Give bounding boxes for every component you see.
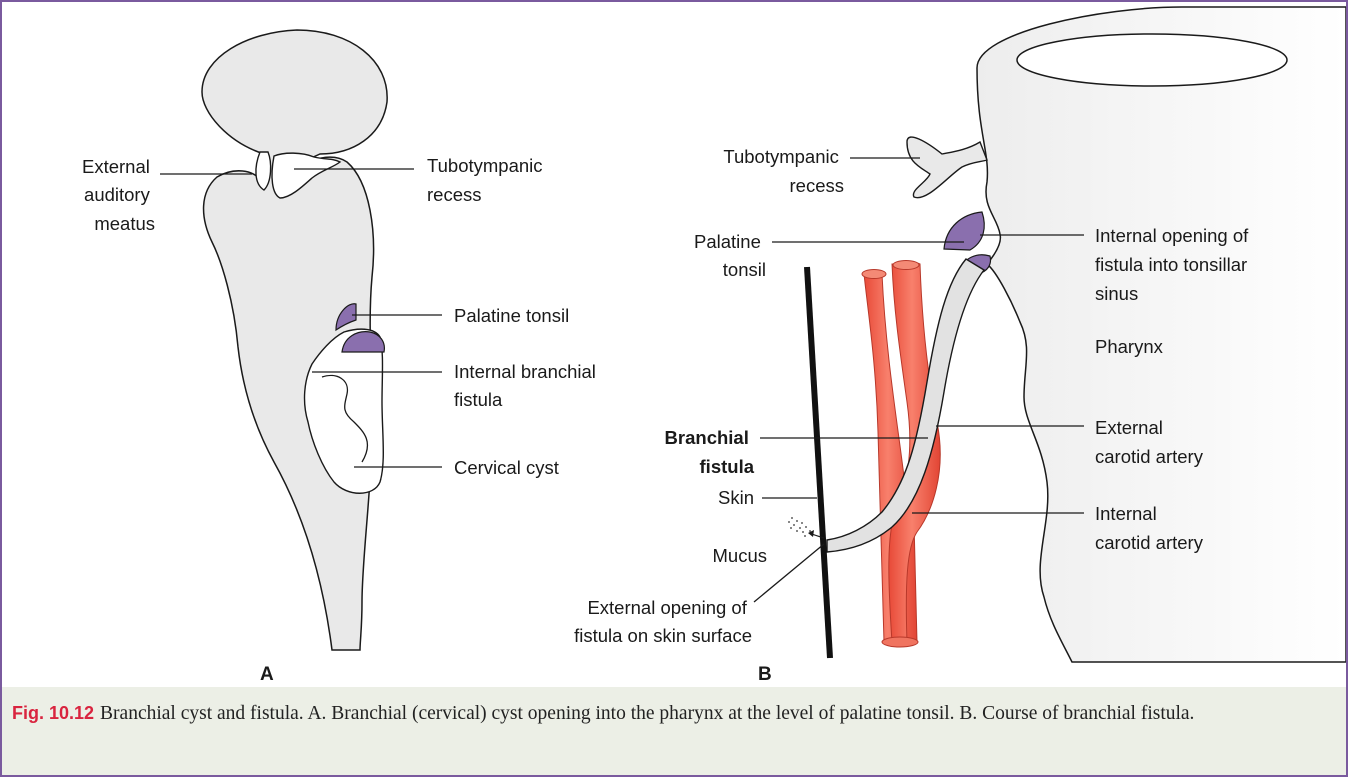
label-external-opening: External opening of fistula on skin surf…	[574, 597, 752, 646]
caption-text: Branchial cyst and fistula. A. Branchial…	[100, 703, 1194, 724]
label-branchial-fistula: Branchial fistula	[665, 427, 755, 477]
tubotympanic-recess-b	[907, 137, 987, 198]
pharynx-tube-b	[977, 7, 1346, 662]
label-pharynx: Pharynx	[1095, 336, 1164, 357]
panel-letter-a: A	[260, 664, 274, 685]
skin-line	[807, 267, 830, 658]
label-palatine-tonsil-b: Palatine tonsil	[694, 231, 766, 280]
caption-box: Fig. 10.12 Branchial cyst and fistula. A.…	[2, 687, 1346, 775]
external-auditory-meatus-a	[256, 152, 271, 190]
panel-a	[202, 30, 387, 650]
label-tubotympanic-recess-b: Tubotympanic recess	[723, 146, 844, 196]
label-palatine-tonsil-a: Palatine tonsil	[454, 305, 569, 326]
figure-number: Fig. 10.12	[12, 703, 94, 723]
figure-caption: Fig. 10.12 Branchial cyst and fistula. A.…	[12, 699, 1332, 728]
label-internal-branchial-fistula-a: Internal branchial fistula	[454, 361, 601, 410]
label-cervical-cyst-a: Cervical cyst	[454, 457, 559, 478]
artery-top-left	[862, 270, 886, 279]
label-mucus: Mucus	[713, 545, 768, 566]
palatine-tonsil-upper-b	[944, 212, 984, 250]
mucus-droplets	[788, 517, 811, 537]
label-skin: Skin	[718, 487, 754, 508]
mucus-arrowhead	[808, 530, 814, 537]
panel-letter-b: B	[758, 664, 772, 685]
pharynx-top-opening	[1017, 34, 1287, 86]
label-external-auditory-meatus: External auditory meatus	[82, 156, 155, 234]
artery-top-right	[893, 261, 919, 270]
label-tubotympanic-recess-a: Tubotympanic recess	[427, 155, 548, 205]
panel-b	[788, 7, 1346, 662]
diagram-canvas: External auditory meatus Tubotympanic re…	[2, 2, 1346, 687]
artery-bottom	[882, 637, 918, 647]
